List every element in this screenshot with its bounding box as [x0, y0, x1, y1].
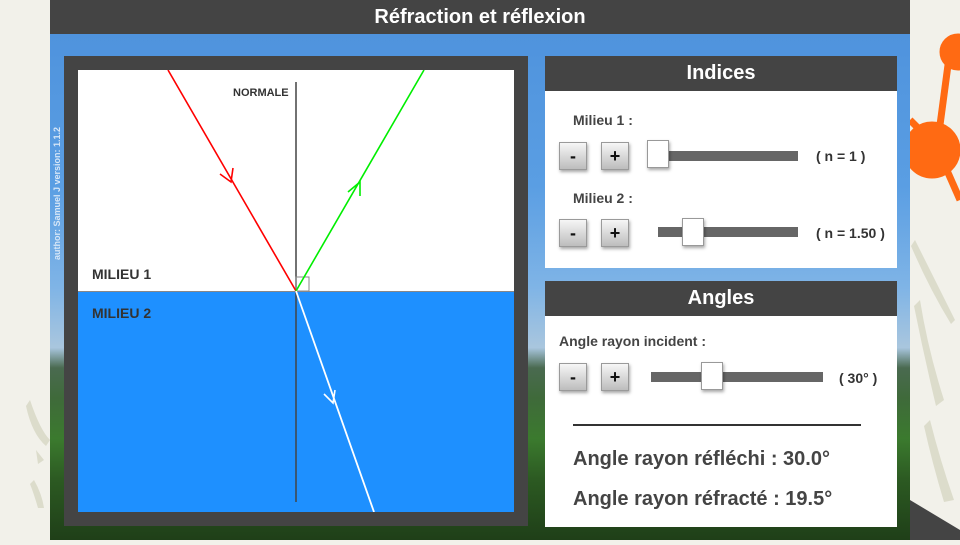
rays-canvas: [167, 70, 425, 512]
incident-slider-track[interactable]: [651, 372, 823, 382]
milieu2-slider-track[interactable]: [658, 227, 798, 237]
indices-panel: Indices Milieu 1 : - + ( n = 1 ) Milieu …: [545, 56, 897, 268]
reflected-arrow-icon: [347, 180, 361, 196]
incident-arrow-icon: [219, 167, 234, 184]
reflected-angle-result: Angle rayon réfléchi : 30.0°: [573, 448, 830, 470]
refracted-angle-result: Angle rayon réfracté : 19.5°: [573, 488, 833, 510]
results-divider: [573, 424, 861, 426]
incident-minus-button[interactable]: -: [559, 363, 587, 391]
milieu1-label: Milieu 1 :: [573, 112, 633, 128]
normal-label: NORMALE: [233, 87, 289, 99]
milieu1-plus-button[interactable]: +: [601, 142, 629, 170]
milieu1-slider-thumb[interactable]: [647, 140, 669, 168]
incident-plus-button[interactable]: +: [601, 363, 629, 391]
refracted-arrow-icon: [323, 389, 336, 405]
incident-angle-value: ( 30° ): [839, 370, 878, 386]
medium1-label: MILIEU 1: [92, 266, 152, 282]
milieu2-plus-button[interactable]: +: [601, 219, 629, 247]
milieu2-slider-thumb[interactable]: [682, 218, 704, 246]
milieu2-label: Milieu 2 :: [573, 190, 633, 206]
angles-header: Angles: [545, 281, 897, 316]
angles-panel: Angles Angle rayon incident : - + ( 30° …: [545, 281, 897, 527]
milieu2-value: ( n = 1.50 ): [816, 225, 885, 241]
milieu1-minus-button[interactable]: -: [559, 142, 587, 170]
right-angle-marker: [295, 276, 310, 292]
page-margin-right: [903, 0, 960, 540]
page-margin-left: [0, 0, 50, 540]
incident-angle-label: Angle rayon incident :: [559, 333, 707, 349]
incident-slider-thumb[interactable]: [701, 362, 723, 390]
app-title: Réfraction et réflexion: [50, 0, 910, 34]
milieu1-slider-track[interactable]: [655, 151, 798, 161]
reflected-ray: [295, 70, 425, 292]
refracted-ray: [295, 290, 375, 512]
leaf-decoration-icon: [26, 400, 50, 508]
milieu2-minus-button[interactable]: -: [559, 219, 587, 247]
milieu1-value: ( n = 1 ): [816, 148, 866, 164]
medium2-label: MILIEU 2: [92, 305, 152, 321]
indices-header: Indices: [545, 56, 897, 91]
molecule-icon: [903, 33, 960, 540]
ray-diagram: NORMALE MILIEU 1 MILIEU 2: [78, 70, 514, 512]
